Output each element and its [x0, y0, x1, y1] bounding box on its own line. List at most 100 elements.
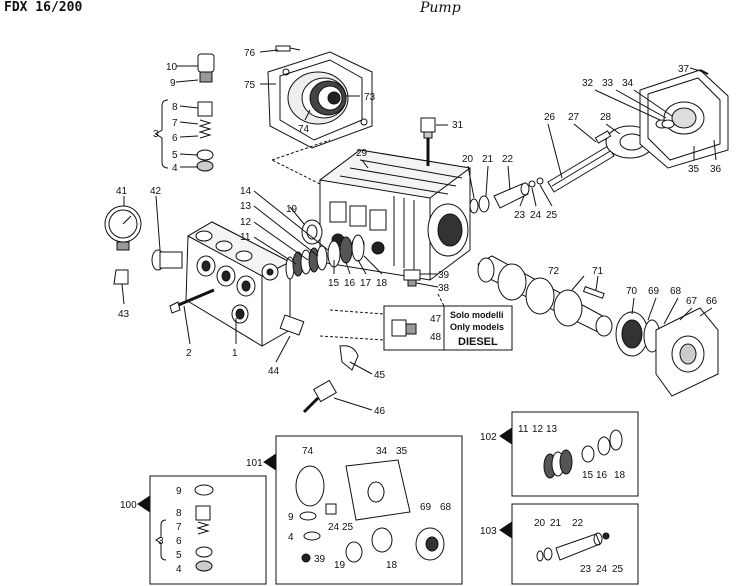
label-6: 6	[172, 133, 178, 144]
label-12: 12	[240, 217, 252, 228]
gauge-41	[104, 205, 142, 251]
seal-stack	[285, 234, 365, 280]
kit101-label-18: 18	[386, 560, 398, 571]
label-10: 10	[166, 62, 178, 73]
plug-38	[407, 279, 417, 287]
crankshaft-72	[477, 255, 613, 337]
label-39: 39	[438, 270, 450, 281]
kit101-label-68: 68	[440, 502, 452, 513]
label-36: 36	[710, 164, 722, 175]
label-18: 18	[376, 278, 388, 289]
label-70: 70	[626, 286, 638, 297]
pump-head-1	[185, 221, 292, 347]
bolt-2	[169, 288, 215, 314]
label-69: 69	[648, 286, 660, 297]
valve-46	[302, 379, 337, 414]
kit101-label-39: 39	[314, 554, 326, 565]
label-2: 2	[186, 348, 192, 359]
label-45: 45	[374, 370, 386, 381]
label-33: 33	[602, 78, 614, 89]
kit100-label-3: 3	[158, 536, 164, 547]
kit102-label-12: 12	[532, 424, 544, 435]
kit101-label-34: 34	[376, 446, 388, 457]
model-label: FDX 16/200	[4, 0, 83, 15]
label-71: 71	[592, 266, 604, 277]
valve-parts	[196, 53, 215, 172]
label-1: 1	[232, 348, 238, 359]
diesel-note: Solo modelli Only models DIESEL	[450, 310, 504, 348]
label-26: 26	[544, 112, 556, 123]
label-44: 44	[268, 366, 280, 377]
label-41: 41	[116, 186, 128, 197]
note-line-3: DIESEL	[458, 336, 498, 348]
kit-101-label: 101	[246, 458, 263, 469]
page-title: Pump	[420, 0, 461, 16]
kit101-label-24: 24	[328, 522, 340, 533]
label-48: 48	[430, 332, 442, 343]
flange-66	[655, 307, 719, 397]
connecting-rod-26	[547, 125, 655, 193]
label-46: 46	[374, 406, 386, 417]
kit102-label-13: 13	[546, 424, 558, 435]
label-47: 47	[430, 314, 442, 325]
fitting-42	[151, 249, 183, 271]
label-19: 19	[286, 204, 298, 215]
label-67: 67	[686, 296, 698, 307]
kit102-label-11: 11	[518, 424, 529, 435]
part-labels: 76 75 73 74 31 29 10 9 8 7 6 5 4 3 41 42…	[116, 48, 722, 575]
kit102-label-15: 15	[582, 470, 594, 481]
label-4: 4	[172, 163, 178, 174]
fitting-44	[279, 314, 305, 336]
label-13: 13	[240, 201, 252, 212]
label-75: 75	[244, 80, 256, 91]
elbow-45	[339, 345, 359, 371]
elbow-43	[113, 269, 129, 285]
kit102-label-16: 16	[596, 470, 608, 481]
note-line-2: Only models	[450, 322, 504, 332]
flange-assembly-75	[267, 45, 373, 149]
ring-19	[301, 219, 323, 245]
kit100-label-5: 5	[176, 550, 182, 561]
kit103-label-24: 24	[596, 564, 608, 575]
kit101-label-25: 25	[342, 522, 354, 533]
kit102-label-18: 18	[614, 470, 626, 481]
piston-assembly	[469, 177, 544, 214]
label-29: 29	[356, 148, 368, 159]
kit100-label-7: 7	[176, 522, 182, 533]
label-74: 74	[298, 124, 310, 135]
dipstick-31	[420, 117, 436, 166]
label-11: 11	[240, 232, 251, 243]
label-21: 21	[482, 154, 494, 165]
kit101-label-35: 35	[396, 446, 408, 457]
label-35: 35	[688, 164, 700, 175]
kit-102-box	[511, 411, 639, 497]
kit100-label-9: 9	[176, 486, 182, 497]
kit-102-label: 102	[480, 432, 497, 443]
kit101-label-19: 19	[334, 560, 346, 571]
label-37: 37	[678, 64, 690, 75]
label-28: 28	[600, 112, 612, 123]
kit-100-label: 100	[120, 500, 137, 511]
label-23: 23	[514, 210, 526, 221]
kit100-label-4: 4	[176, 564, 182, 575]
label-42: 42	[150, 186, 162, 197]
kit100-label-6: 6	[176, 536, 182, 547]
label-15: 15	[328, 278, 340, 289]
rear-cover-35	[639, 69, 729, 169]
label-68: 68	[670, 286, 682, 297]
label-14: 14	[240, 186, 252, 197]
label-7: 7	[172, 118, 178, 129]
label-20: 20	[462, 154, 474, 165]
label-17: 17	[360, 278, 372, 289]
label-73: 73	[364, 92, 376, 103]
plug-39	[403, 269, 421, 281]
label-3: 3	[153, 129, 159, 140]
kit103-label-22: 22	[572, 518, 584, 529]
bracket-3	[155, 99, 169, 169]
kit-103-label: 103	[480, 526, 497, 537]
label-76: 76	[244, 48, 256, 59]
label-31: 31	[452, 120, 464, 131]
label-22: 22	[502, 154, 514, 165]
label-8: 8	[172, 102, 178, 113]
